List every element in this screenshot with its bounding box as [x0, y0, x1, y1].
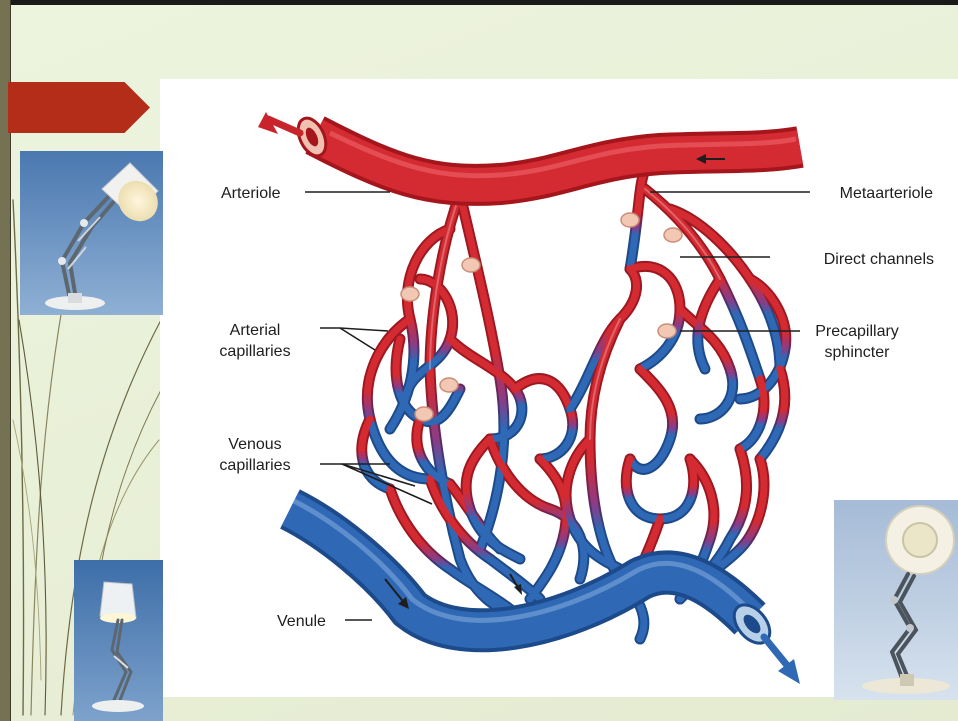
label-direct-channels: Direct channels — [824, 251, 934, 268]
label-arterial-capillaries-line2: capillaries — [219, 343, 290, 360]
arteriole-vessel — [258, 112, 800, 185]
venule-vessel — [290, 501, 800, 684]
label-metaarteriole: Metaarteriole — [840, 185, 933, 202]
title-arrow-tab — [8, 82, 150, 133]
slide-top-border — [0, 0, 958, 5]
label-venule: Venule — [277, 613, 326, 630]
label-venous-capillaries-line2: capillaries — [219, 457, 290, 474]
label-arteriole: Arteriole — [221, 185, 281, 202]
label-venous-capillaries-line1: Venous — [228, 436, 281, 453]
desk-lamp-image — [74, 560, 163, 721]
desk-lamp-image — [834, 500, 958, 700]
label-arterial-capillaries-line1: Arterial — [230, 322, 281, 339]
desk-lamp-image — [20, 151, 163, 315]
label-precapillary-sphincter-line2: sphincter — [825, 344, 891, 361]
label-precapillary-sphincter-line1: Precapillary — [815, 323, 899, 340]
